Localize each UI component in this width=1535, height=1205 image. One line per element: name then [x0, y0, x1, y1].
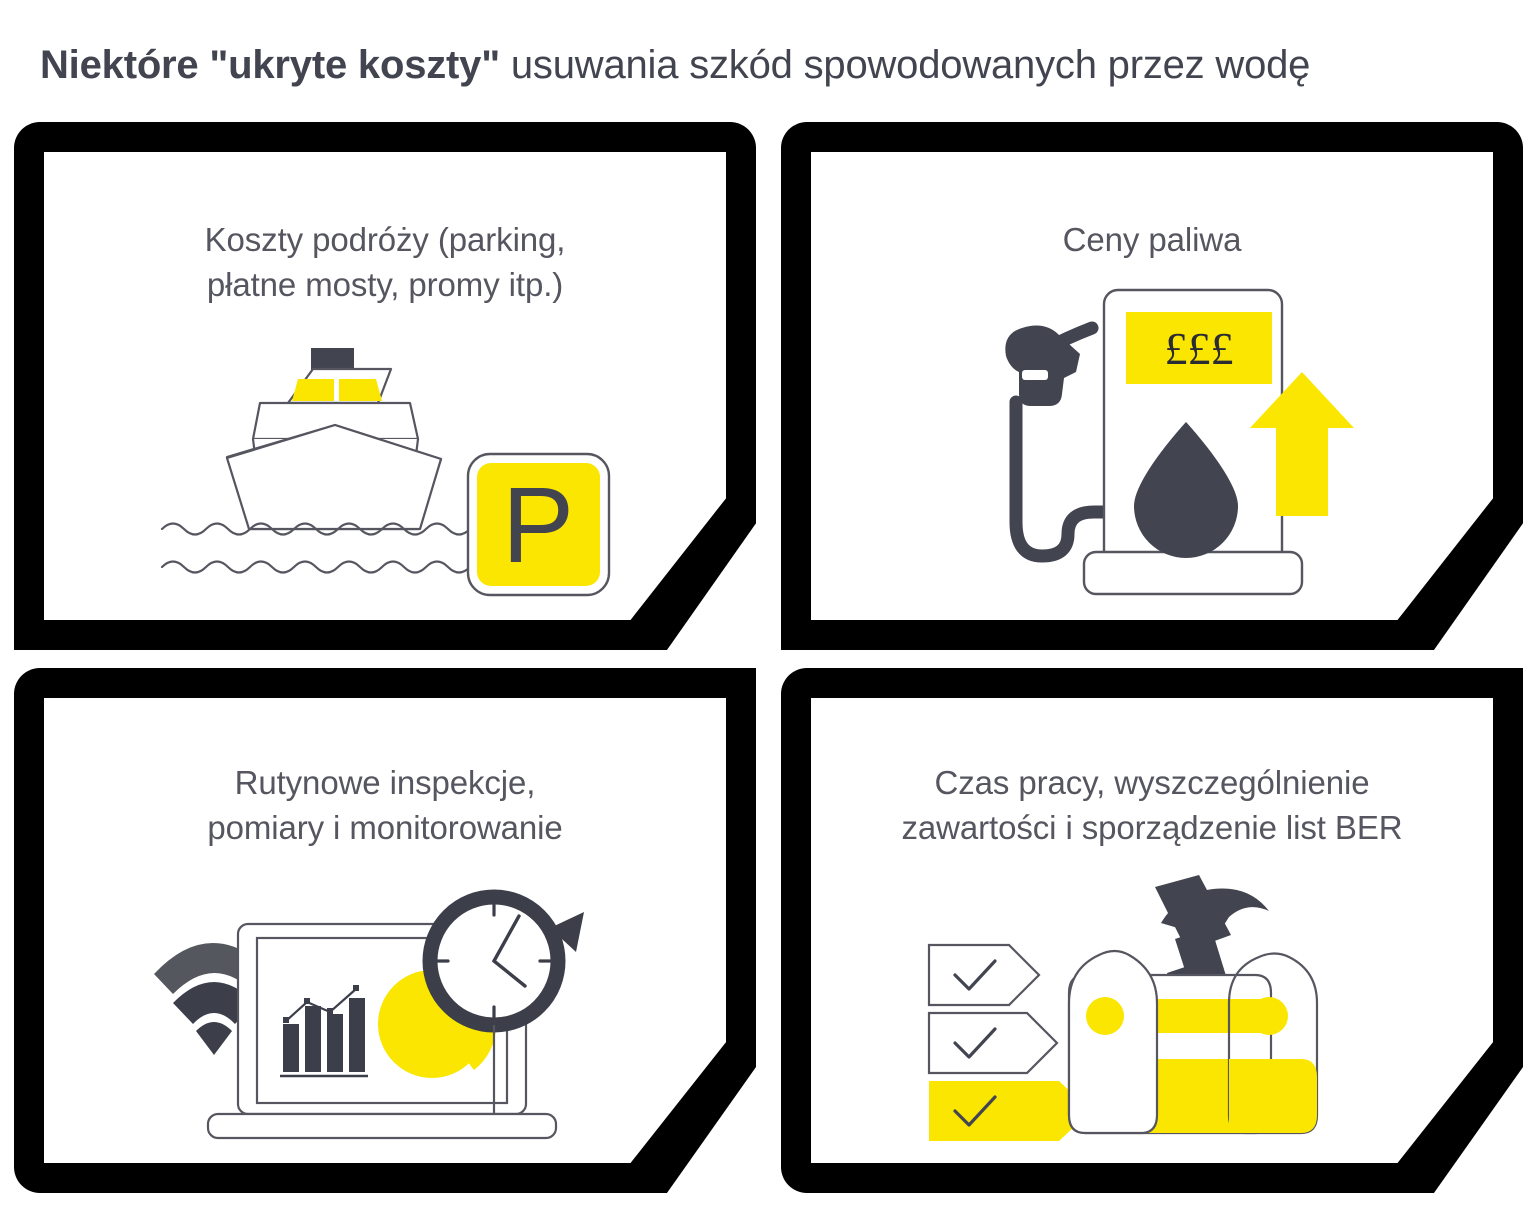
toolbox-icon: [1067, 949, 1319, 1135]
panel-travel-costs[interactable]: Koszty podróży (parking, płatne mosty, p…: [14, 122, 756, 650]
panel-fuel-prices[interactable]: Ceny paliwa £££: [781, 122, 1523, 650]
caption-line-2: płatne mosty, promy itp.): [206, 266, 564, 303]
oil-droplet-icon: [1134, 422, 1238, 558]
price-up-arrow-icon: [1250, 372, 1354, 516]
panel-labour-time-caption: Czas pracy, wyszczególnienie zawartości …: [811, 760, 1493, 850]
caption-line-1: Czas pracy, wyszczególnienie: [934, 764, 1370, 801]
toolbox-checklist-icon: [927, 875, 1319, 1141]
panel-labour-time[interactable]: Czas pracy, wyszczególnienie zawartości …: [781, 668, 1523, 1193]
fuel-pump-icon: £££: [1005, 288, 1354, 596]
panel-routine-inspections[interactable]: Rutynowe inspekcje, pomiary i monitorowa…: [14, 668, 756, 1193]
clock-refresh-icon: [422, 889, 584, 1114]
ship-parking-icon: P: [160, 348, 611, 597]
page-title: Niektóre "ukryte koszty" usuwania szkód …: [40, 40, 1520, 90]
panel-travel-costs-body: Koszty podróży (parking, płatne mosty, p…: [44, 152, 726, 620]
caption-line-1: Rutynowe inspekcje,: [234, 764, 536, 801]
fuel-display-value: £££: [1165, 323, 1234, 374]
panel-routine-inspections-caption: Rutynowe inspekcje, pomiary i monitorowa…: [44, 760, 726, 850]
parking-sign-icon: P: [466, 452, 611, 597]
page-title-light: usuwania szkód spowodowanych przez wodę: [499, 43, 1311, 87]
panel-fuel-prices-body: Ceny paliwa £££: [811, 152, 1493, 620]
page-title-strong: Niektóre "ukryte koszty": [40, 43, 500, 87]
panel-fuel-prices-caption: Ceny paliwa: [811, 217, 1493, 262]
panel-routine-inspections-body: Rutynowe inspekcje, pomiary i monitorowa…: [44, 698, 726, 1163]
caption-line-2: pomiary i monitorowanie: [207, 809, 563, 846]
panel-labour-time-body: Czas pracy, wyszczególnienie zawartości …: [811, 698, 1493, 1163]
laptop-analytics-clock-icon: [154, 889, 584, 1140]
bar-chart-glyph: [280, 985, 368, 1078]
caption-line-1: Ceny paliwa: [1062, 221, 1242, 258]
parking-sign-letter: P: [502, 464, 574, 585]
panel-travel-costs-caption: Koszty podróży (parking, płatne mosty, p…: [44, 217, 726, 307]
caption-line-2: zawartości i sporządzenie list BER: [901, 809, 1403, 846]
caption-line-1: Koszty podróży (parking,: [204, 221, 566, 258]
checklist-arrows: [927, 943, 1091, 1141]
